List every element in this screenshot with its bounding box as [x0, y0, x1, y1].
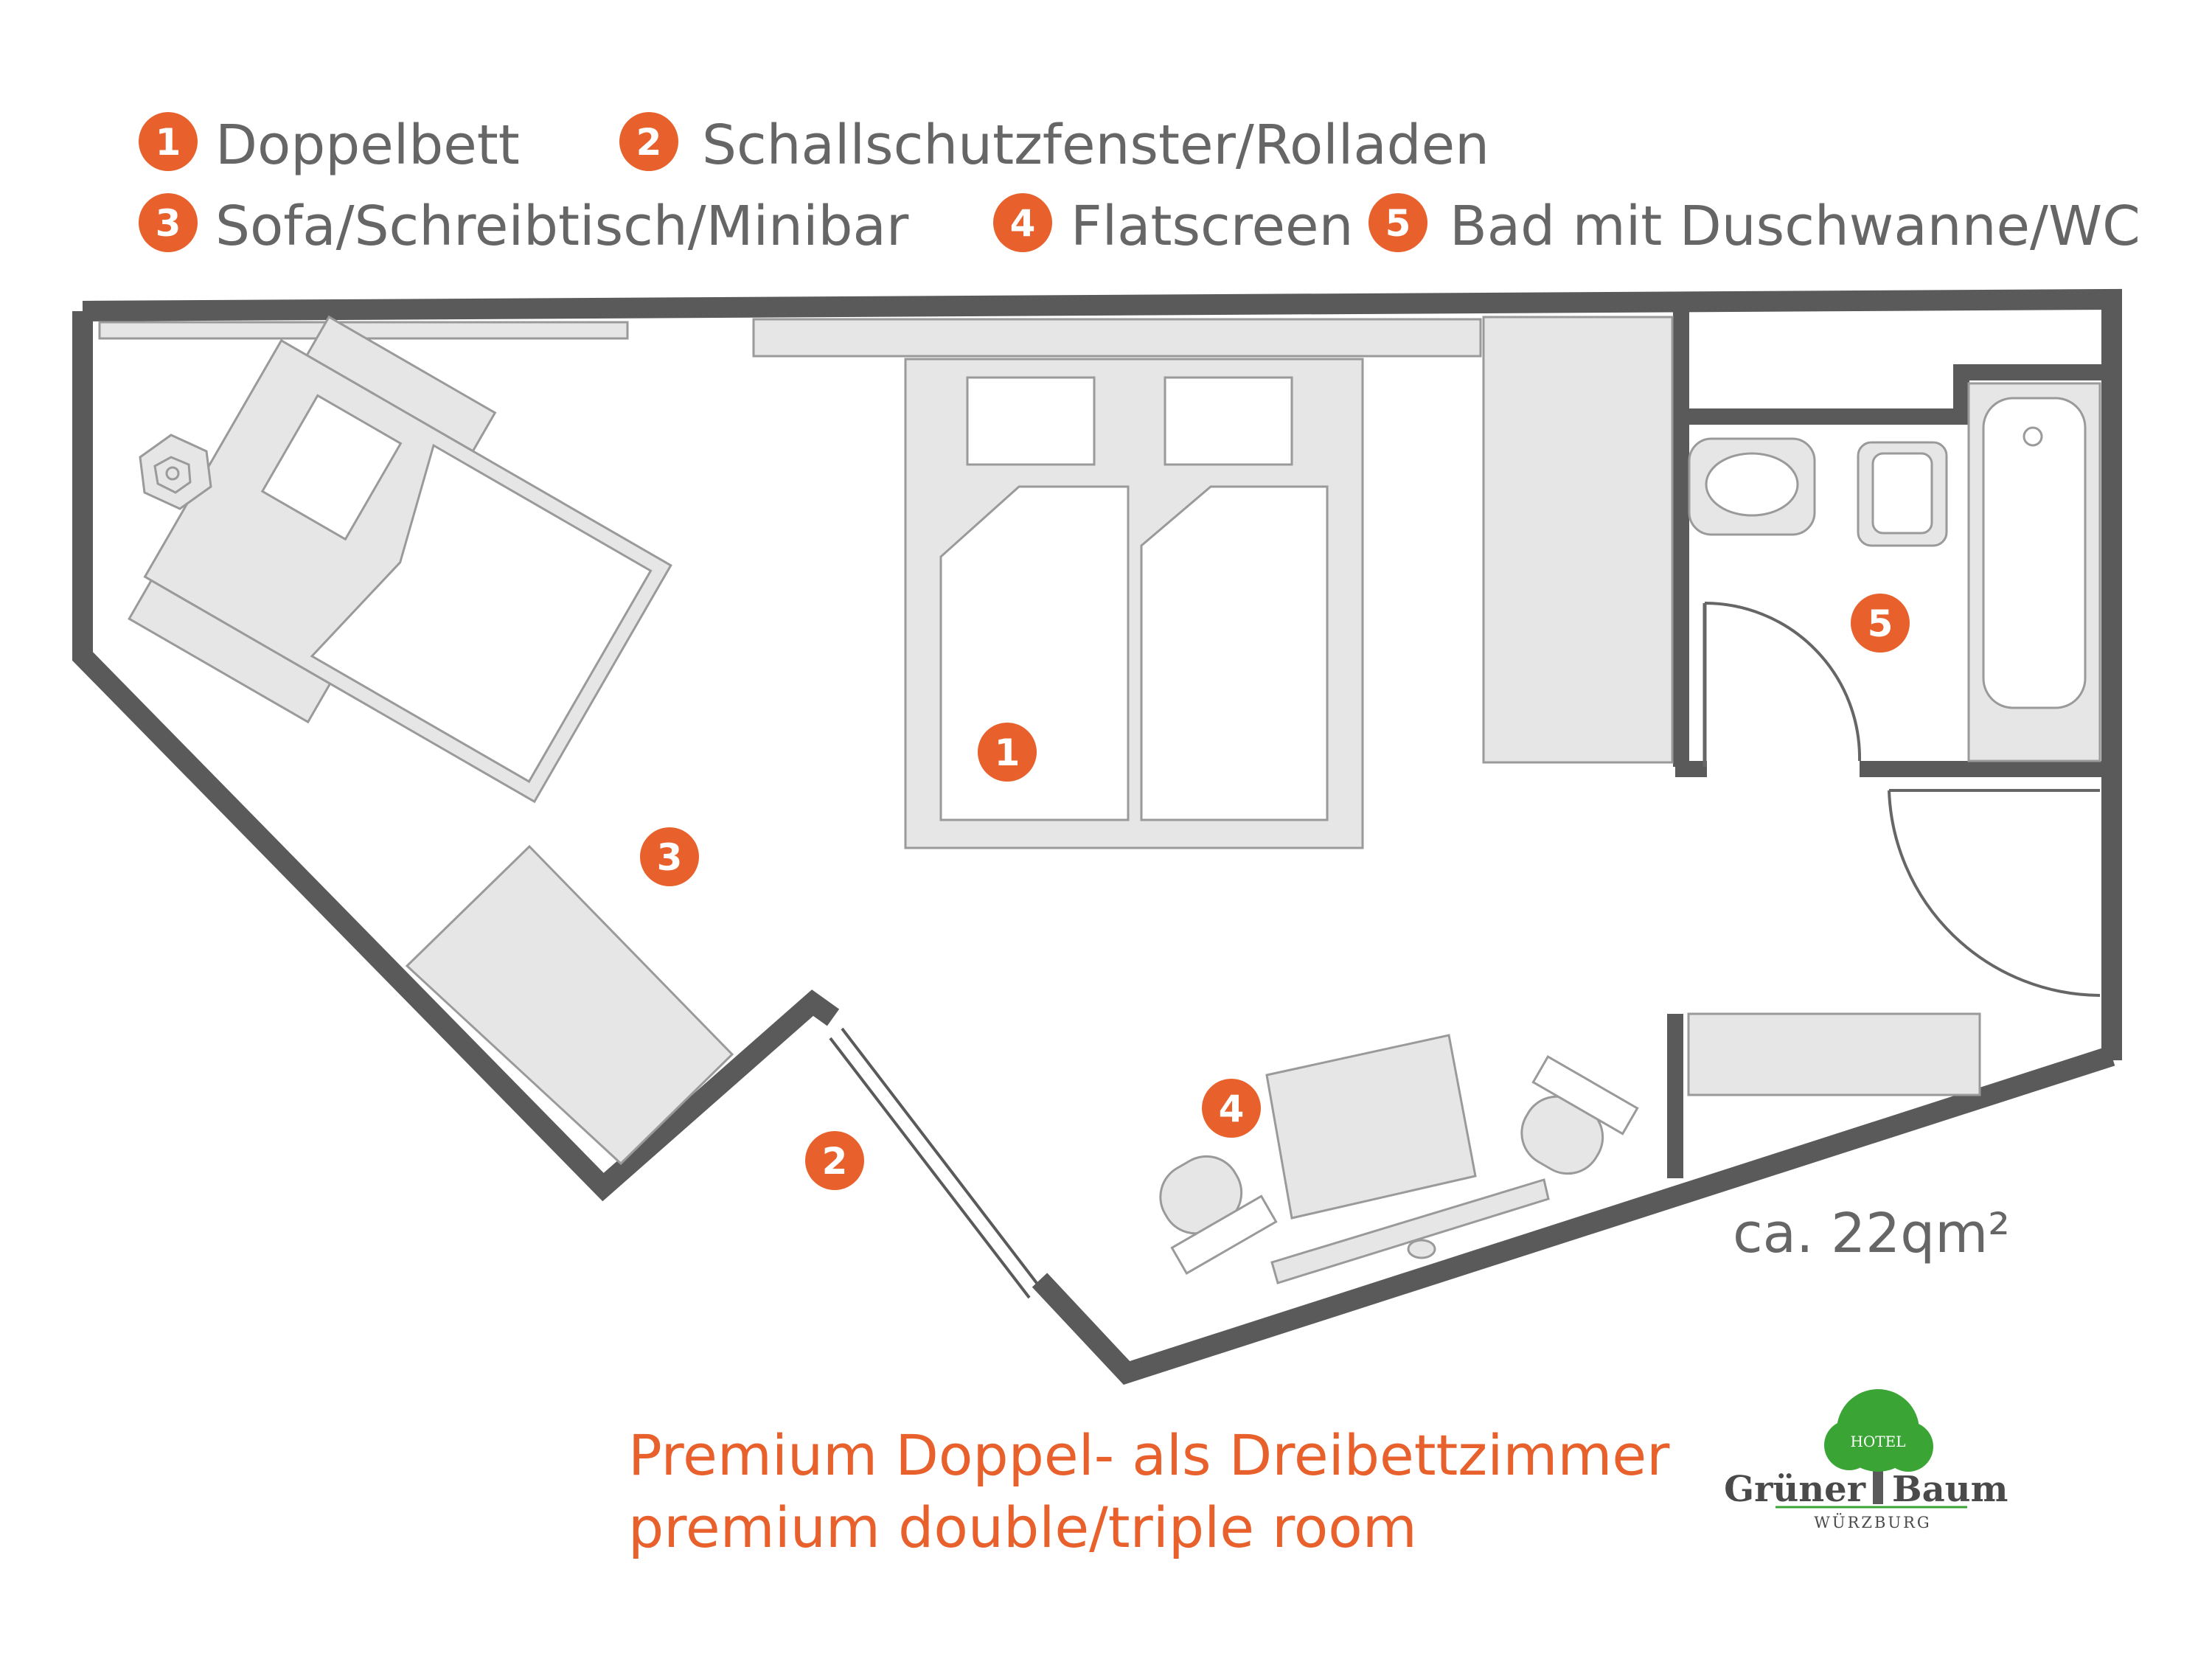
room-title-de: Premium Doppel- als Dreibettzimmer	[628, 1422, 1670, 1488]
desk-icon	[1159, 1034, 1639, 1284]
badge-3-icon	[640, 827, 699, 886]
legend-number: 5	[1385, 202, 1411, 245]
badge-4-icon	[993, 193, 1052, 252]
badge-1-icon	[978, 723, 1037, 782]
sink-icon	[1688, 437, 1816, 536]
room-area-label: ca. 22qm²	[1733, 1202, 2010, 1265]
legend-item-1: 1 Doppelbett	[139, 112, 520, 177]
window-line	[841, 1027, 1043, 1290]
legend-label: Flatscreen	[1071, 195, 1353, 258]
badge-2-icon	[619, 112, 678, 171]
marker-number: 4	[1219, 1088, 1245, 1130]
logo-city: WÜRZBURG	[1814, 1513, 1931, 1531]
legend-label: Schallschutzfenster/Rolladen	[702, 114, 1489, 177]
double-bed-icon	[904, 358, 1364, 849]
plan-markers: 1 2 3 4 5	[640, 594, 1910, 1190]
outer-wall-left	[72, 311, 840, 1202]
legend-label: Doppelbett	[215, 114, 520, 177]
outer-wall-bottom	[1032, 1046, 2115, 1385]
legend-number: 4	[1010, 202, 1036, 245]
hotel-logo: HOTEL Grüner Baum WÜRZBURG	[1724, 1389, 2008, 1531]
toilet-icon	[1857, 441, 1948, 547]
marker-number: 1	[995, 731, 1020, 774]
legend-item-3: 3 Sofa/Schreibtisch/Minibar	[139, 193, 909, 258]
bathroom	[1688, 382, 2101, 997]
marker-number: 2	[822, 1140, 848, 1183]
wardrobe	[1482, 316, 1674, 764]
badge-2-icon	[805, 1131, 864, 1190]
marker-5: 5	[1851, 594, 1910, 653]
legend-number: 3	[156, 202, 181, 245]
sofa-bed-icon	[128, 315, 672, 804]
wall-shelf	[752, 318, 1482, 358]
badge-5-icon	[1368, 193, 1427, 252]
marker-3: 3	[640, 827, 699, 886]
room-title-en: premium double/triple room	[628, 1495, 1417, 1560]
legend-item-5: 5 Bad mit Duschwanne/WC	[1368, 193, 2140, 258]
badge-3-icon	[139, 193, 198, 252]
legend-number: 2	[636, 121, 662, 164]
bathroom-wall-inner	[1681, 364, 2109, 425]
side-table-icon	[139, 434, 212, 510]
badge-1-icon	[139, 112, 198, 171]
logo-name-left: Grüner	[1724, 1469, 1866, 1510]
legend-item-4: 4 Flatscreen	[993, 193, 1353, 258]
logo-hotel: HOTEL	[1850, 1433, 1905, 1450]
legend-label: Sofa/Schreibtisch/Minibar	[215, 195, 909, 258]
badge-5-icon	[1851, 594, 1910, 653]
legend: 1 Doppelbett 2 Schallschutzfenster/Rolla…	[139, 112, 2140, 258]
marker-2: 2	[805, 1131, 864, 1190]
tree-icon	[1824, 1389, 1933, 1504]
bathtub-icon	[1967, 382, 2101, 762]
marker-number: 5	[1868, 602, 1893, 645]
minibar-cabinet	[405, 844, 734, 1166]
window-line	[829, 1037, 1031, 1299]
furniture	[98, 315, 1981, 1284]
badge-4-icon	[1202, 1079, 1261, 1138]
legend-item-2: 2 Schallschutzfenster/Rolladen	[619, 112, 1489, 177]
entry-door-swing	[1888, 790, 2101, 997]
bathroom-door-swing	[1704, 602, 1862, 762]
marker-1: 1	[978, 723, 1037, 782]
outer-wall	[82, 288, 2122, 1060]
marker-4: 4	[1202, 1079, 1261, 1138]
legend-label: Bad mit Duschwanne/WC	[1450, 195, 2140, 258]
logo-name-right: Baum	[1892, 1469, 2008, 1510]
luggage-bench	[1687, 1012, 1981, 1096]
room-walls	[72, 288, 2122, 1385]
legend-number: 1	[156, 121, 181, 164]
marker-number: 3	[657, 836, 683, 879]
